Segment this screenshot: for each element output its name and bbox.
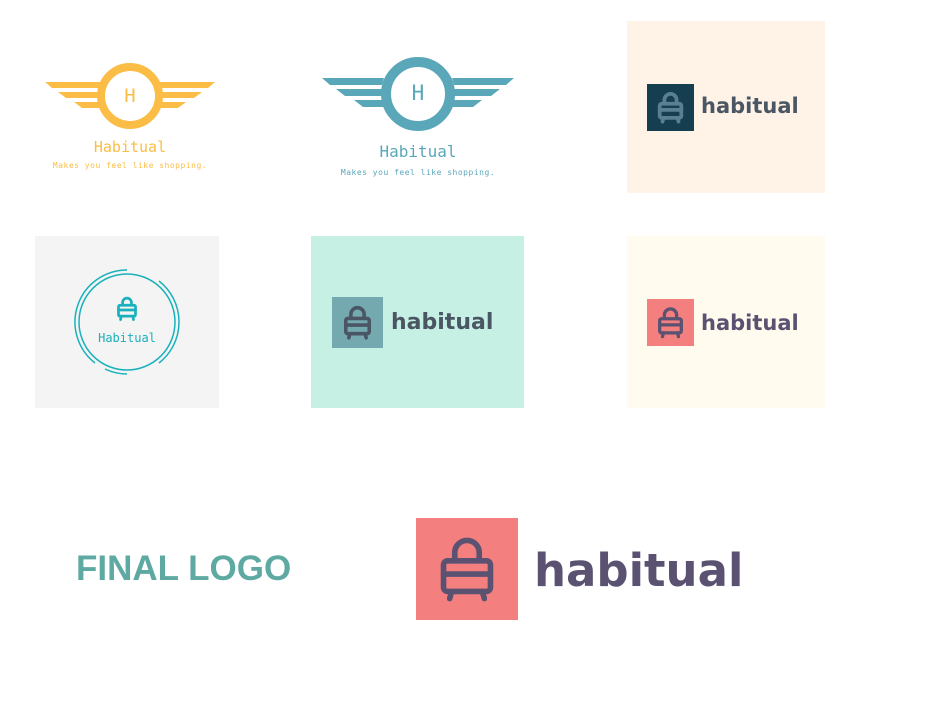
shopping-bag-icon	[658, 307, 683, 339]
shopping-bag-icon	[440, 537, 494, 602]
monogram: H	[411, 81, 425, 105]
brand-name: habitual	[701, 311, 799, 335]
final-logo-label: FINAL LOGO	[76, 549, 292, 588]
shopping-bag-icon	[657, 92, 684, 124]
icon-square	[647, 299, 694, 346]
logo-option-1: H Habitual Makes you feel like shopping.	[40, 55, 220, 180]
tagline: Makes you feel like shopping.	[52, 161, 208, 170]
logo-option-6: habitual	[627, 236, 825, 408]
circle-ring-icon	[74, 269, 180, 375]
logo-option-4: Habitual	[35, 236, 219, 408]
brand-name: habitual	[701, 94, 799, 118]
winged-circle-icon	[45, 63, 215, 129]
monogram: H	[124, 85, 136, 107]
tagline: Makes you feel like shopping.	[340, 168, 496, 177]
logo-option-3: habitual	[627, 21, 825, 193]
brand-name: habitual	[534, 544, 744, 597]
brand-name: Habitual	[379, 142, 457, 161]
logo-option-5: habitual	[311, 236, 524, 408]
brand-name: habitual	[391, 310, 494, 335]
brand-name: Habitual	[98, 331, 156, 345]
final-logo: habitual	[416, 518, 746, 620]
shopping-bag-icon	[343, 305, 372, 340]
logo-option-2: H Habitual Makes you feel like shopping.	[320, 52, 516, 182]
winged-circle-icon	[322, 57, 514, 131]
icon-square	[416, 518, 518, 620]
icon-square	[647, 84, 694, 131]
shopping-bag-icon	[117, 296, 137, 321]
icon-square	[332, 297, 383, 348]
brand-name: Habitual	[93, 138, 167, 156]
